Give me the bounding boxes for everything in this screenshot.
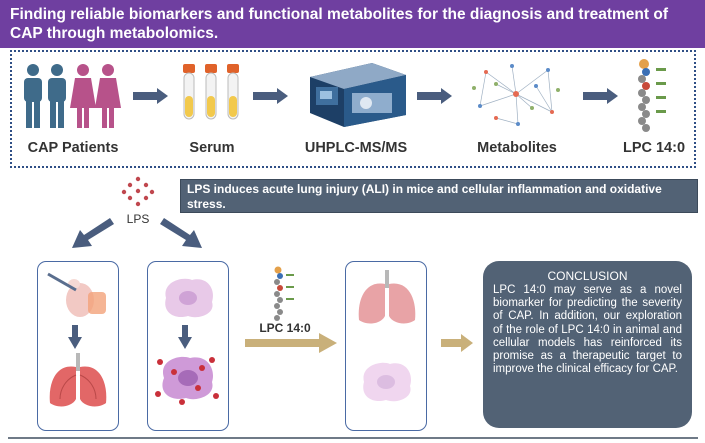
workflow-step-label: Serum — [189, 140, 235, 156]
patients-icon — [24, 64, 121, 128]
workflow-step-label: CAP Patients — [27, 140, 119, 156]
arrow-down-icon — [178, 325, 192, 349]
bottom-divider — [8, 437, 698, 439]
instrument-icon — [310, 63, 406, 127]
workflow-step-label: LPC 14:0 — [622, 140, 686, 156]
metabolite-network-icon — [472, 64, 560, 126]
lps-note-text: LPS induces acute lung injury (ALI) in m… — [187, 182, 662, 211]
healthy-cell-icon — [363, 362, 412, 402]
conclusion-text: LPC 14:0 may serve as a novel biomarker … — [493, 284, 682, 376]
arrow-right-icon — [583, 88, 618, 104]
lpc-molecule-icon — [638, 59, 666, 132]
lungs-healthy-icon — [358, 270, 416, 324]
arrow-right-icon — [133, 88, 168, 104]
arrow-down-icon — [68, 325, 82, 349]
lps-dots-icon — [121, 176, 155, 207]
arrow-down-right-icon — [160, 218, 202, 248]
arrow-right-gold-icon — [245, 333, 337, 353]
arrow-right-icon — [417, 88, 452, 104]
page-title: Finding reliable biomarkers and function… — [10, 6, 668, 42]
serum-tubes-icon — [183, 64, 239, 120]
arrow-down-left-icon — [72, 218, 114, 248]
conclusion-title: CONCLUSION — [547, 269, 628, 283]
inflamed-cell-icon — [155, 356, 219, 405]
workflow-box — [10, 50, 696, 168]
treated-panel — [345, 261, 427, 431]
workflow-step-label: UHPLC-MS/MS — [304, 140, 408, 156]
conclusion-box: CONCLUSION LPC 14:0 may serve as a novel… — [483, 261, 692, 428]
mouse-injection-icon — [47, 272, 106, 317]
workflow-step-label: Metabolites — [477, 140, 557, 156]
title-banner: Finding reliable biomarkers and function… — [0, 0, 705, 48]
cell-icon — [165, 278, 214, 318]
lpc-molecule-small-icon — [274, 266, 294, 321]
lps-label: LPS — [126, 212, 150, 226]
lungs-inflamed-icon — [49, 353, 107, 407]
lps-note-box: LPS induces acute lung injury (ALI) in m… — [180, 179, 698, 213]
treatment-label: LPC 14:0 — [259, 321, 311, 335]
arrow-right-icon — [253, 88, 288, 104]
arrow-right-gold-icon — [441, 334, 473, 352]
